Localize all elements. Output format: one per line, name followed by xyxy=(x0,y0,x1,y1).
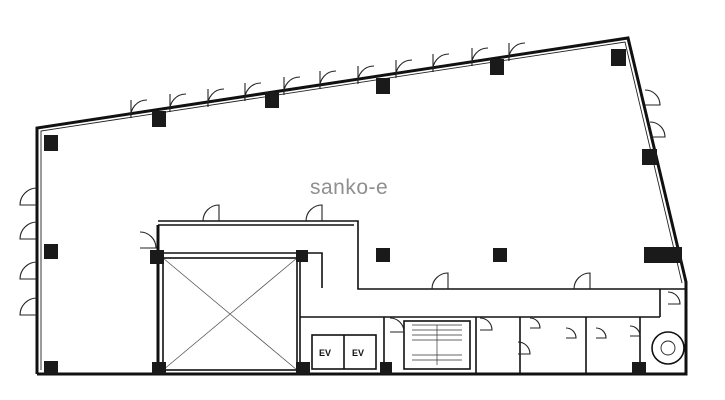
elevator-label: EV xyxy=(319,348,331,358)
stairwell xyxy=(403,320,471,370)
spiral-stair xyxy=(651,331,685,365)
interior-walls xyxy=(156,220,686,374)
left-facade-door-swings xyxy=(19,187,38,316)
facade-door-swings xyxy=(130,42,526,119)
right-facade-door-swings xyxy=(644,89,681,305)
columns xyxy=(44,49,682,374)
void-area xyxy=(162,257,298,371)
elevator-label: EV xyxy=(352,348,364,358)
outer-walls xyxy=(35,36,688,376)
interior-door-swings xyxy=(139,204,641,355)
watermark: sanko-e xyxy=(310,176,389,199)
